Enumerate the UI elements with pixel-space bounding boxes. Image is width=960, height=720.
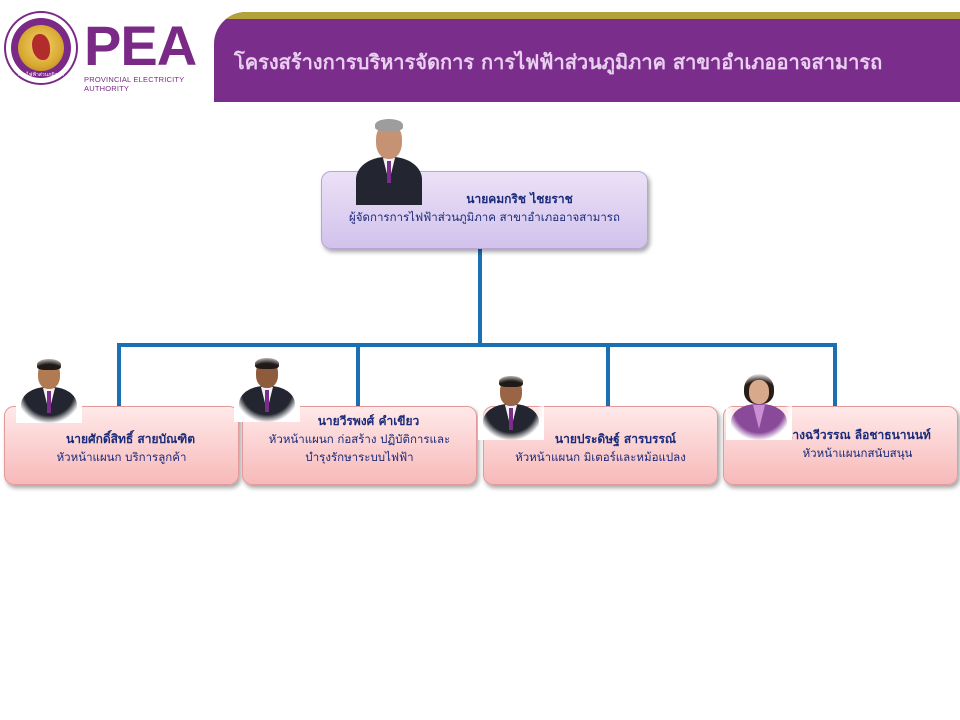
pea-seal-icon: การไฟฟ้าส่วนภูมิภาค <box>6 13 76 83</box>
manager-photo <box>354 113 424 205</box>
node-name: นางฉวีวรรณ ลือชาธนานนท์ <box>784 428 931 442</box>
title-banner: โครงสร้างการบริหารจัดการ การไฟฟ้าส่วนภูม… <box>214 12 960 102</box>
node-name: นายประดิษฐ์ สารบรรณ์ <box>554 432 677 446</box>
person-photo <box>16 357 82 423</box>
connector-bus <box>117 343 837 347</box>
connector-drop-1 <box>117 343 121 407</box>
connector-drop-3 <box>606 343 610 407</box>
logo-wordmark: PEA <box>84 14 197 77</box>
logo-subtitle: PROVINCIAL ELECTRICITY AUTHORITY <box>84 75 185 93</box>
node-name: นายศักดิ์สิทธิ์ สายบัณฑิต <box>66 432 195 446</box>
org-node-manager: นายคมกริช ไชยราช ผู้จัดการการไฟฟ้าส่วนภู… <box>321 171 648 249</box>
org-node-customer-service: นายศักดิ์สิทธิ์ สายบัณฑิต หัวหน้าแผนก บร… <box>4 406 239 485</box>
pea-logo: การไฟฟ้าส่วนภูมิภาค PEA PROVINCIAL ELECT… <box>0 0 215 100</box>
person-photo <box>234 356 300 422</box>
page-title: โครงสร้างการบริหารจัดการ การไฟฟ้าส่วนภูม… <box>234 50 883 74</box>
node-position: หัวหน้าแผนกสนับสนุน <box>802 446 913 460</box>
node-position: บำรุงรักษาระบบไฟฟ้า <box>305 450 414 464</box>
node-position: หัวหน้าแผนก มิเตอร์และหม้อแปลง <box>515 450 686 464</box>
node-position: หัวหน้าแผนก ก่อสร้าง ปฏิบัติการและ <box>268 432 451 446</box>
node-position: หัวหน้าแผนก บริการลูกค้า <box>56 450 187 464</box>
manager-name: นายคมกริช ไชยราช <box>466 192 573 206</box>
connector-drop-4 <box>833 343 837 407</box>
person-photo <box>478 374 544 440</box>
person-photo <box>726 374 792 440</box>
manager-position: ผู้จัดการการไฟฟ้าส่วนภูมิภาค สาขาอำเภออา… <box>349 210 620 224</box>
connector-trunk <box>478 247 482 345</box>
node-name: นายวีรพงศ์ คำเขียว <box>317 414 420 428</box>
seal-text: การไฟฟ้าส่วนภูมิภาค <box>17 72 65 78</box>
connector-drop-2 <box>356 343 360 406</box>
